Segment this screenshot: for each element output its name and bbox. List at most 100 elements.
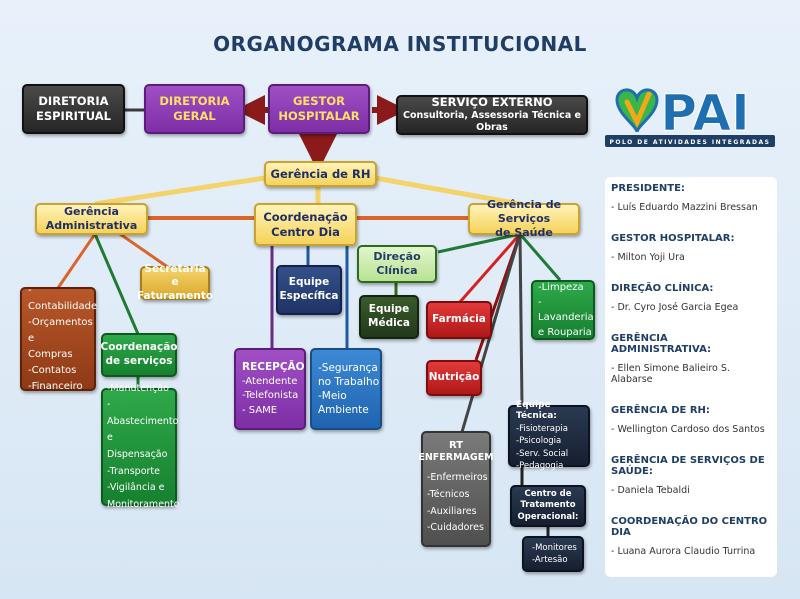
list-item: -Meio [318, 390, 347, 402]
node-recepcao: RECEPÇÃO -Atendente -Telefonista - SAME [234, 348, 306, 430]
node-line: Médica [368, 317, 410, 329]
info-gerencia-administrativa: GERÊNCIA ADMINISTRATIVA: - Ellen Simone … [611, 333, 771, 385]
list-item: -Lavanderia [538, 297, 594, 323]
node-line: RT [448, 440, 464, 451]
list-item: -Abastecimento [107, 399, 179, 427]
list-item: -Cuidadores [427, 522, 484, 534]
node-line: Consultoria, Assessoria Técnica e Obras [403, 110, 581, 134]
info-value: - Luís Eduardo Mazzini Bressan [611, 202, 758, 213]
node-limpeza: -Limpeza -Lavanderia e Rouparia [531, 280, 595, 340]
list-item: -Financeiro [28, 381, 83, 392]
node-diretoria-espiritual: DIRETORIA ESPIRITUAL [22, 84, 125, 134]
node-line: Equipe [288, 276, 330, 289]
node-line: de Saúde [495, 226, 553, 240]
node-line: Farmácia [432, 313, 486, 326]
leadership-panel: PRESIDENTE: - Luís Eduardo Mazzini Bress… [605, 177, 777, 577]
list-item: -Pedagogia [516, 461, 564, 471]
list-item: -Auxiliares [427, 505, 477, 517]
node-line: de serviços [105, 355, 173, 367]
list-item: -Telefonista [242, 390, 299, 402]
node-line: Equipe [368, 303, 410, 316]
node-servico-externo: SERVIÇO EXTERNO Consultoria, Assessoria … [396, 95, 588, 135]
info-presidente: PRESIDENTE: - Luís Eduardo Mazzini Bress… [611, 183, 771, 213]
node-seguranca: -Segurança no Trabalho -Meio Ambiente [310, 348, 382, 430]
info-label: PRESIDENTE: [611, 183, 685, 194]
node-line: Centro Dia [271, 224, 340, 239]
nursing-list: -Enfermeiros -Técnicos -Auxiliares -Cuid… [423, 470, 488, 537]
list-item: e Rouparia [538, 327, 592, 338]
info-label: COORDENAÇÃO DO CENTRO DIA [611, 516, 768, 538]
list-item: - SAME [242, 404, 278, 416]
info-label: GERÊNCIA DE SERVIÇOS DE SAÚDE: [611, 455, 765, 477]
node-line: ENFERMAGEM [418, 452, 494, 463]
node-line: Específica [279, 290, 339, 302]
node-line: SERVIÇO EXTERNO [431, 95, 553, 110]
node-line: Clínica [376, 264, 418, 277]
list-item: -Psicologia [516, 436, 562, 447]
info-value: - Dr. Cyro José Garcia Egea [611, 302, 739, 313]
node-line: Secretaria e [144, 262, 206, 289]
node-line: Coordenação [100, 341, 178, 354]
info-value: - Milton Yoji Ura [611, 252, 685, 263]
info-label: GESTOR HOSPITALAR: [611, 233, 735, 244]
list-item: -Manutenção [107, 382, 169, 394]
node-rt-enfermagem: RT ENFERMAGEM -Enfermeiros -Técnicos -Au… [418, 431, 494, 547]
info-gestor: GESTOR HOSPITALAR: - Milton Yoji Ura [611, 233, 771, 263]
node-direcao-clinica: Direção Clínica [357, 245, 437, 283]
node-secretaria-faturamento: Secretaria e Faturamento [137, 262, 213, 302]
list-item: -Vigilância e [107, 482, 165, 494]
list-item: Compras [28, 349, 73, 360]
node-equipe-especifica: Equipe Específica [276, 265, 342, 315]
node-gerencia-servicos-saude: Gerência de Serviços de Saúde [468, 198, 580, 239]
list-item: -Transporte [107, 465, 160, 477]
info-label: GERÊNCIA ADMINISTRATIVA: [611, 333, 712, 355]
list-item: Ambiente [318, 404, 369, 417]
list-item: -Fisioterapia [516, 424, 568, 435]
node-nutricao: Nutrição [426, 360, 482, 396]
pai-logo: PAI POLO DE ATIVIDADES INTEGRADAS [605, 84, 775, 147]
node-line: Direção [373, 249, 421, 263]
node-gestor-hospitalar: GESTOR HOSPITALAR [268, 84, 370, 134]
logo-text: PAI [660, 84, 749, 142]
node-line: DIRETORIA [38, 94, 109, 109]
info-coordenacao-centro-dia: COORDENAÇÃO DO CENTRO DIA - Luana Aurora… [611, 516, 771, 557]
list-item: no Trabalho [318, 375, 380, 388]
list-item: -Enfermeiros [427, 472, 488, 484]
info-gerencia-rh: GERÊNCIA DE RH: - Wellington Cardoso dos… [611, 405, 771, 435]
node-servicos-list: -Manutenção -Abastecimento e Dispensação… [101, 383, 180, 510]
info-gerencia-saude: GERÊNCIA DE SERVIÇOS DE SAÚDE: - Daniela… [611, 455, 771, 496]
list-item: -Limpeza [538, 282, 584, 293]
info-value: - Ellen Simone Balieiro S. Alabarse [611, 363, 730, 385]
node-line: Nutrição [428, 371, 480, 384]
node-line: Centro de [524, 489, 572, 500]
node-centro-tratamento: Centro de Tratamento Operacional: [510, 485, 586, 527]
node-equipe-medica: Equipe Médica [359, 295, 419, 339]
node-line: Gerência de RH [270, 166, 371, 181]
info-value: - Daniela Tebaldi [611, 485, 690, 496]
info-value: - Wellington Cardoso dos Santos [611, 424, 765, 435]
node-line: Gerência [64, 204, 119, 218]
list-item: -Contatos [28, 365, 77, 376]
node-line: Gerência de Serviços [486, 197, 562, 225]
list-item: -Orçamentos e [28, 317, 93, 344]
list-item: -Artesão [532, 555, 568, 565]
node-farmacia: Farmácia [426, 301, 492, 339]
node-line: Administrativa [45, 219, 138, 232]
list-item: Monitoramento [107, 498, 180, 510]
node-line: Faturamento [136, 289, 214, 302]
node-line: Tratamento [520, 500, 576, 511]
list-item: -Atendente [242, 375, 298, 387]
node-coordenacao-centro-dia: Coordenação Centro Dia [254, 203, 357, 246]
info-direcao-clinica: DIREÇÃO CLÍNICA: - Dr. Cyro José Garcia … [611, 283, 771, 313]
node-line: DIRETORIA [159, 94, 230, 109]
list-item: -Serv. Social [516, 448, 569, 459]
info-label: GERÊNCIA DE RH: [611, 405, 710, 416]
node-monitores: -Monitores -Artesão [522, 536, 584, 572]
node-line: RECEPÇÃO [242, 360, 305, 373]
node-equipe-tecnica: Equipe Técnica: -Fisioterapia -Psicologi… [508, 400, 590, 471]
node-line: Operacional: [517, 511, 579, 522]
info-label: DIREÇÃO CLÍNICA: [611, 283, 714, 294]
node-line: Equipe Técnica: [516, 399, 557, 422]
node-line: ESPIRITUAL [35, 109, 112, 123]
